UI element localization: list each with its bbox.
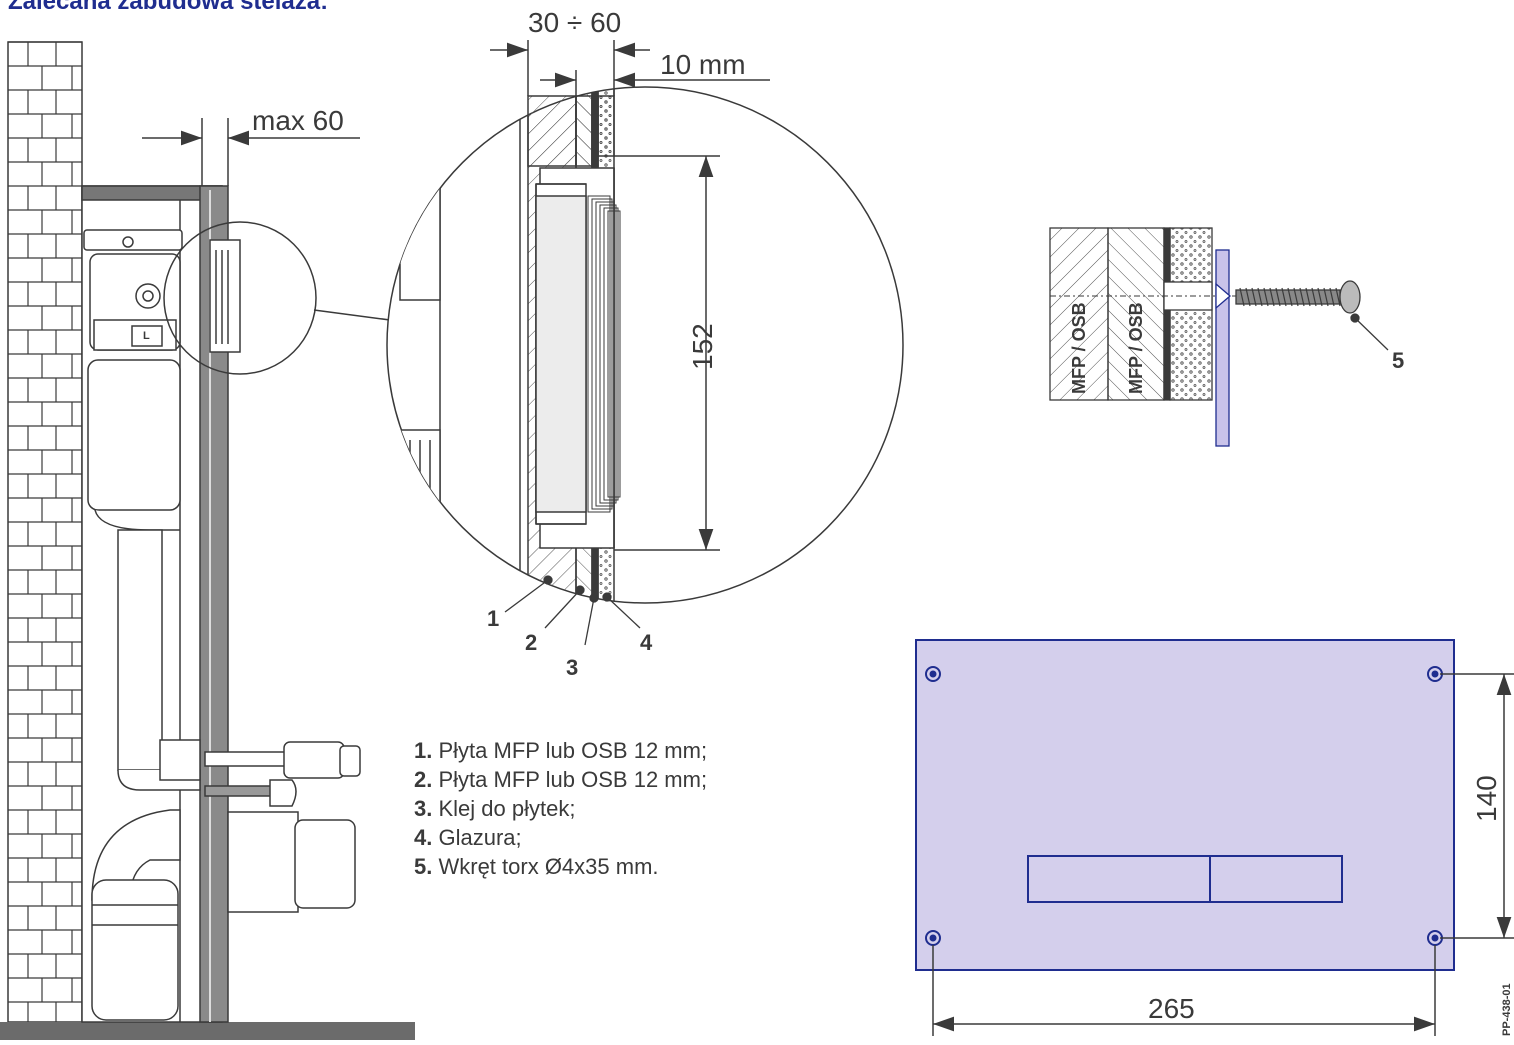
outlet-bend [91,809,181,1021]
tile-layer-label: 10 mm [660,49,746,80]
tube-height-label: 152 [687,323,718,370]
legend-list: 1. Płyta MFP lub OSB 12 mm; 2. Płyta MFP… [414,736,707,881]
tube-height-dimension [614,155,720,551]
legend-item: 1. Płyta MFP lub OSB 12 mm; [414,738,708,763]
callout-1: 1 [487,606,499,631]
brick-wall [7,41,83,1023]
plate-width-dimension [932,945,1436,1036]
plate-height-dimension [1440,673,1514,939]
layer-callouts [504,575,641,646]
legend-item: 5. Wkręt torx Ø4x35 mm. [414,854,659,879]
callout-3: 3 [566,655,578,680]
flush-plate [915,639,1455,971]
page-title: Zalecana zabudowa stelaża: [8,0,329,15]
plate-width-label: 265 [1148,993,1195,1024]
legend-item: 2. Płyta MFP lub OSB 12 mm; [414,767,708,792]
max-offset-label: max 60 [252,105,344,136]
frame-badge-label: L [143,330,150,342]
screw-detail [1049,227,1389,447]
max-offset-dimension [142,118,360,186]
flush-button-small [1209,855,1343,903]
floor-slab [0,1022,415,1040]
legend-item: 4. Glazura; [414,825,522,850]
drawing-code: PP-438-01 [1501,983,1513,1036]
callout-4: 4 [640,630,653,655]
plate-height-label: 140 [1471,775,1502,822]
tile-layer-dimension [540,70,770,96]
cistern-tank [83,229,183,531]
flush-pipe [117,529,201,791]
callout-5: 5 [1392,348,1404,373]
wall-fittings [204,239,361,913]
board-label-2: MFP / OSB [1126,302,1146,394]
callout-2: 2 [525,630,537,655]
board-label-1: MFP / OSB [1069,302,1089,394]
detail-connector [313,309,391,321]
zoom-detail [386,86,904,604]
wall-offset-label: 30 ÷ 60 [528,7,621,38]
legend-item: 3. Klej do płytek; [414,796,576,821]
detail-marker-circle [163,221,317,375]
